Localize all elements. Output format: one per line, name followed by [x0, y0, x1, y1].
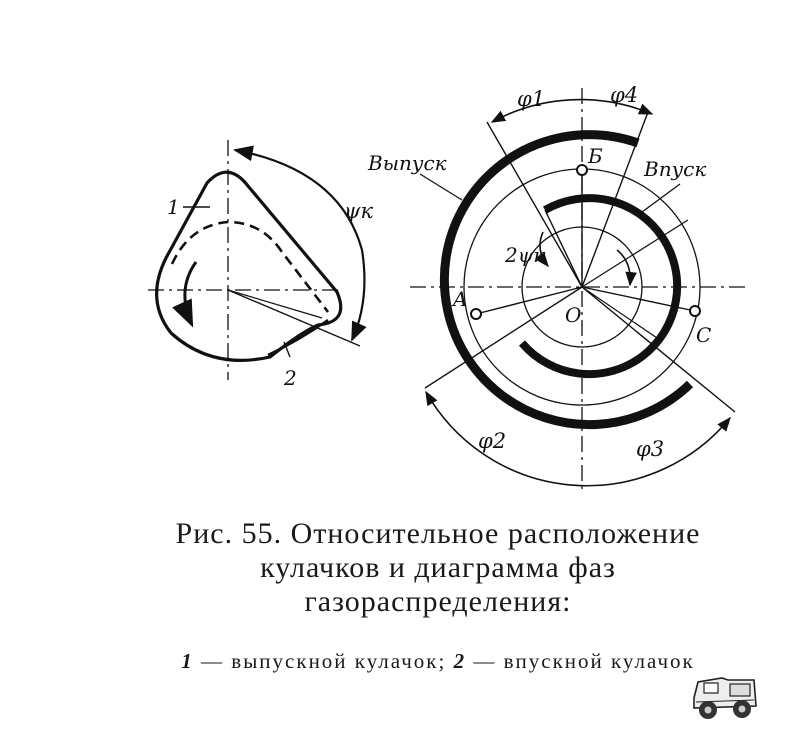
leader-cam-2: [283, 341, 291, 358]
radial-line-c: [581, 286, 696, 312]
point-c: [689, 305, 701, 317]
cam-drawing: 1 2 ψк: [148, 140, 373, 390]
radial-line-phi4: [581, 111, 649, 288]
figure-svg: 1 2 ψк: [148, 83, 745, 490]
radial-line-a: [475, 286, 583, 315]
legend-item2-number: 2: [453, 649, 467, 673]
truck-icon: [693, 677, 757, 719]
label-cam-1: 1: [167, 195, 180, 219]
label-intake: Впуск: [643, 157, 706, 181]
radial-line-upper-right: [581, 219, 689, 288]
point-b: [576, 164, 588, 176]
figure-legend: 1 — выпускной кулачок; 2 — впускной кула…: [138, 648, 738, 674]
label-phi1: φ1: [517, 87, 545, 111]
radial-line-exhaust-end: [581, 286, 736, 413]
radial-line-lower-right: [581, 286, 661, 341]
radial-line-intake-end: [424, 286, 583, 389]
point-a: [470, 308, 482, 320]
cam-radial-line-2: [227, 289, 323, 319]
label-exhaust: Выпуск: [367, 151, 447, 175]
psi-k-arc: [233, 145, 367, 342]
leader-exhaust: [419, 173, 463, 201]
label-phi3: φ3: [636, 437, 664, 461]
label-cam-2: 2: [283, 366, 297, 390]
intake-phase-arc: [518, 194, 682, 379]
phi1-phi4-arc: [490, 98, 654, 123]
rotation-arrow: [172, 261, 198, 328]
leader-intake: [641, 183, 681, 213]
label-phi2: φ2: [478, 429, 506, 453]
label-point-b: Б: [587, 144, 603, 168]
legend-item2-text: — впускной кулачок: [473, 649, 695, 673]
label-double-psi: 2ψк: [504, 243, 545, 267]
label-phi4: φ4: [610, 83, 638, 107]
double-psi-arc: [535, 231, 549, 268]
legend-item1-text: — выпускной кулачок;: [201, 649, 447, 673]
label-point-a: A: [451, 287, 467, 311]
label-point-c: C: [696, 323, 711, 347]
label-center-o: O: [565, 303, 581, 327]
intake-cam-dashed: [170, 220, 330, 313]
radial-line-intake-start: [544, 209, 583, 288]
radial-line-exhaust-start: [486, 121, 583, 288]
label-psi-k: ψк: [344, 199, 373, 223]
phi2-phi3-arc: [425, 390, 731, 487]
legend-item1-number: 1: [181, 649, 194, 673]
rotation-arc-inner: [616, 249, 637, 287]
figure-caption: Рис. 55. Относительное расположение кула…: [175, 517, 701, 618]
phase-diagram: Выпуск Впуск 2ψк O A Б C φ1 φ4 φ2 φ3: [367, 83, 745, 490]
exhaust-cam-profile: [155, 170, 343, 362]
